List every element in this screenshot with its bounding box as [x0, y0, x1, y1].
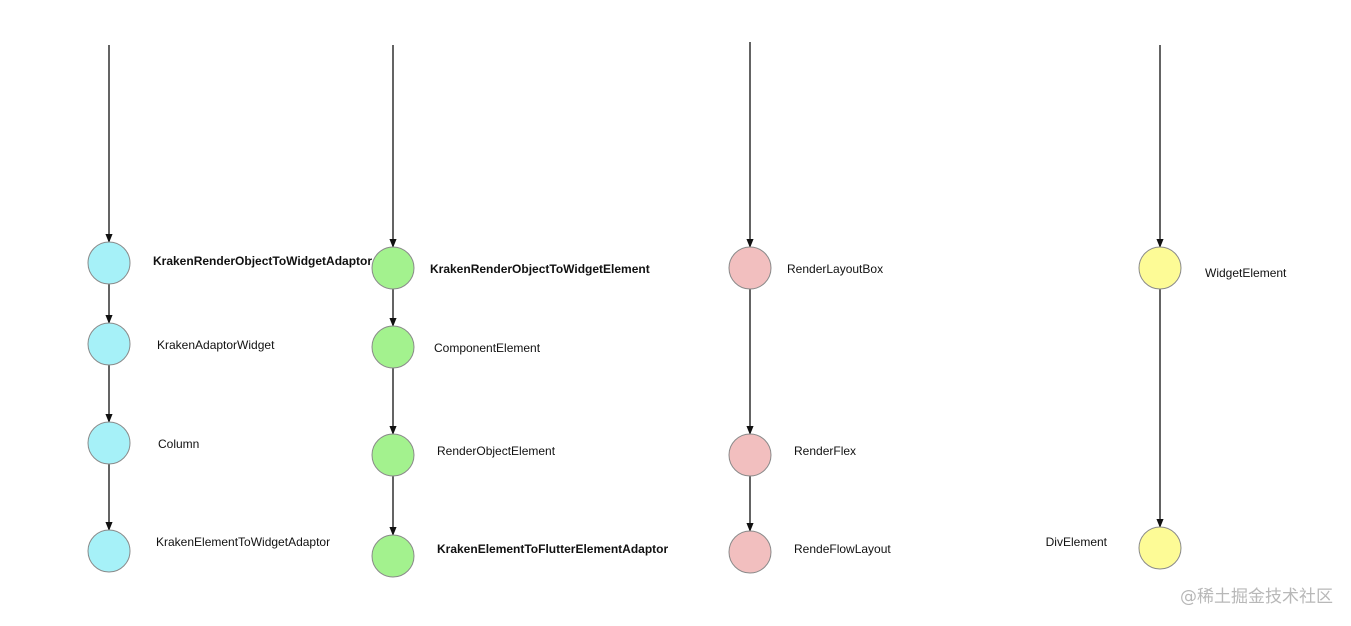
widget-tree-node-4 — [87, 529, 131, 573]
widget-tree-node-label-4: KrakenElementToWidgetAdaptor — [156, 535, 330, 549]
labels: KrakenRenderObjectToWidgetAdaptorKrakenA… — [153, 254, 1287, 556]
render-tree-node-1 — [728, 246, 772, 290]
dom-tree-node-label-2: DivElement — [1046, 535, 1108, 549]
dom-tree-node-label-1: WidgetElement — [1205, 266, 1287, 280]
element-tree-node-1 — [371, 246, 415, 290]
widget-tree-node-label-3: Column — [158, 437, 199, 451]
widget-tree-node-2 — [87, 322, 131, 366]
widget-tree-node-1 — [87, 241, 131, 285]
watermark-text: @稀土掘金技术社区 — [1180, 587, 1333, 607]
render-tree-node-label-3: RendeFlowLayout — [794, 542, 891, 556]
element-tree-node-4 — [371, 534, 415, 578]
widget-tree-node-label-1: KrakenRenderObjectToWidgetAdaptor — [153, 254, 372, 268]
widget-tree-node-3 — [87, 421, 131, 465]
element-tree-node-label-3: RenderObjectElement — [437, 444, 556, 458]
nodes — [87, 241, 1182, 578]
edges — [105, 42, 1164, 536]
render-tree-node-3 — [728, 530, 772, 574]
dom-tree-node-1 — [1138, 246, 1182, 290]
element-tree-node-label-1: KrakenRenderObjectToWidgetElement — [430, 262, 650, 276]
dom-tree-node-2 — [1138, 526, 1182, 570]
element-tree-node-label-4: KrakenElementToFlutterElementAdaptor — [437, 542, 668, 556]
render-tree-node-2 — [728, 433, 772, 477]
element-tree-node-3 — [371, 433, 415, 477]
widget-tree-node-label-2: KrakenAdaptorWidget — [157, 338, 275, 352]
render-tree-node-label-1: RenderLayoutBox — [787, 262, 883, 276]
render-tree-node-label-2: RenderFlex — [794, 444, 856, 458]
element-tree-node-label-2: ComponentElement — [434, 341, 541, 355]
element-tree-node-2 — [371, 325, 415, 369]
